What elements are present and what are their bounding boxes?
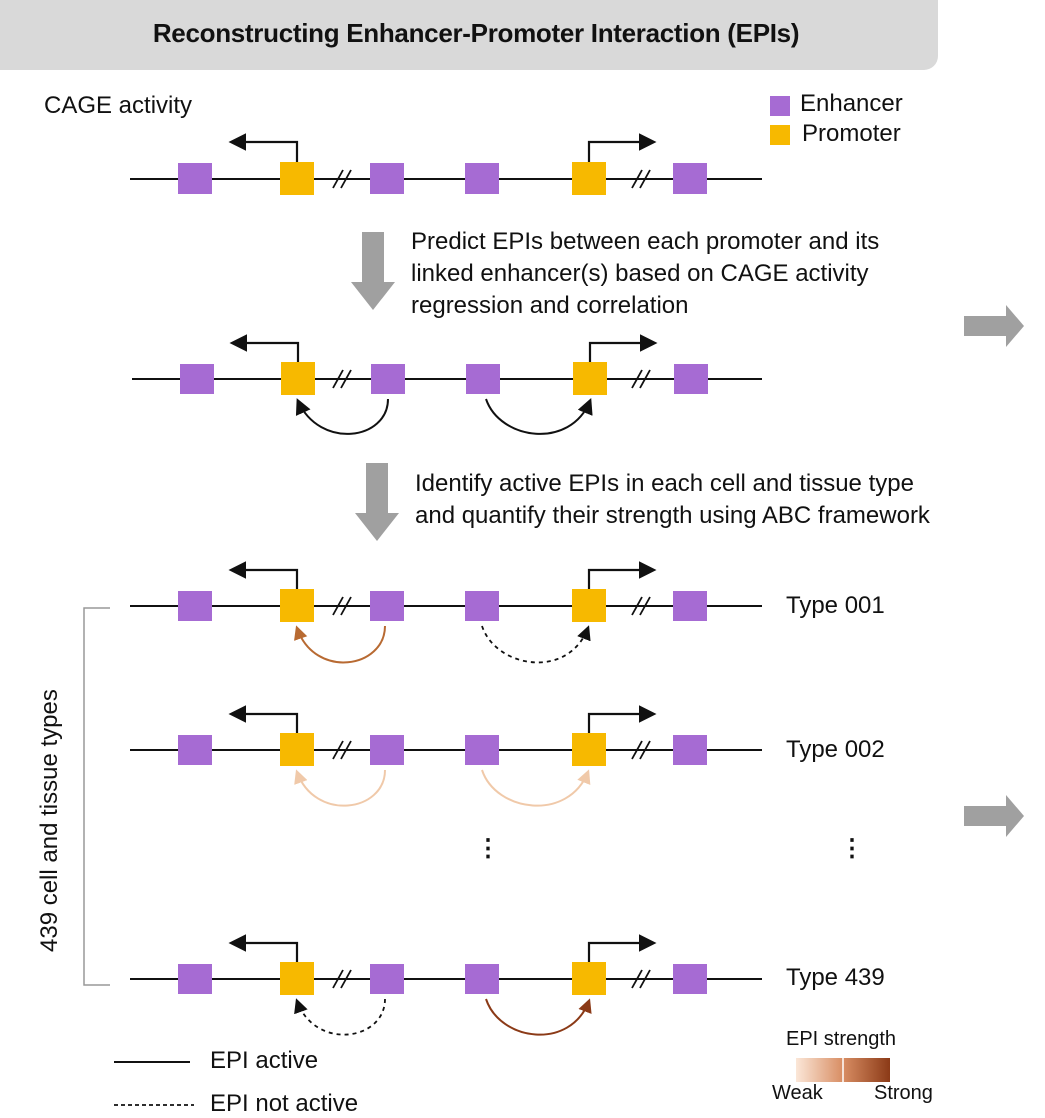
step2-description: Identify active EPIs in each cell and ti…: [415, 468, 930, 532]
epi-strength-weak-label: Weak: [772, 1082, 823, 1104]
down-arrow-step2: [355, 463, 399, 541]
epi-strength-title: EPI strength: [786, 1028, 897, 1050]
ellipsis-middle: ⋮: [476, 835, 500, 862]
step1-line1: Predict EPIs between each promoter and i…: [411, 228, 880, 255]
epi-active-label: EPI active: [210, 1047, 319, 1074]
type-label-439: Type 439: [786, 964, 885, 991]
track-type-001: [130, 561, 762, 664]
enhancer-swatch: [770, 96, 790, 116]
promoter-swatch: [770, 125, 790, 145]
enhancer-legend-label: Enhancer: [800, 90, 903, 117]
epi-not-active-label: EPI not active: [210, 1090, 359, 1117]
type-label-002: Type 002: [786, 736, 885, 763]
down-arrow-step1: [351, 232, 395, 310]
step1-line3: regression and correlation: [411, 292, 689, 319]
track-type-002: [130, 705, 762, 807]
cell-types-bracket: [83, 607, 110, 986]
step2-line1: Identify active EPIs in each cell and ti…: [415, 470, 914, 497]
type-label-001: Type 001: [786, 592, 885, 619]
step1-line2: linked enhancer(s) based on CAGE activit…: [411, 260, 869, 287]
ellipsis-right: ⋮: [840, 835, 864, 862]
track-predicted: [132, 334, 762, 435]
right-arrow-bottom: [964, 795, 1024, 837]
step2-line2: and quantify their strength using ABC fr…: [415, 502, 930, 529]
promoter-legend-label: Promoter: [802, 120, 901, 147]
page-title: Reconstructing Enhancer-Promoter Interac…: [152, 18, 800, 48]
cage-activity-label: CAGE activity: [44, 92, 193, 119]
step1-description: Predict EPIs between each promoter and i…: [411, 226, 879, 322]
epi-strength-strong-label: Strong: [874, 1082, 933, 1104]
title-bar: [0, 0, 938, 70]
right-arrow-top: [964, 305, 1024, 347]
track-type-439: [130, 934, 762, 1036]
track-cage: [130, 133, 762, 195]
